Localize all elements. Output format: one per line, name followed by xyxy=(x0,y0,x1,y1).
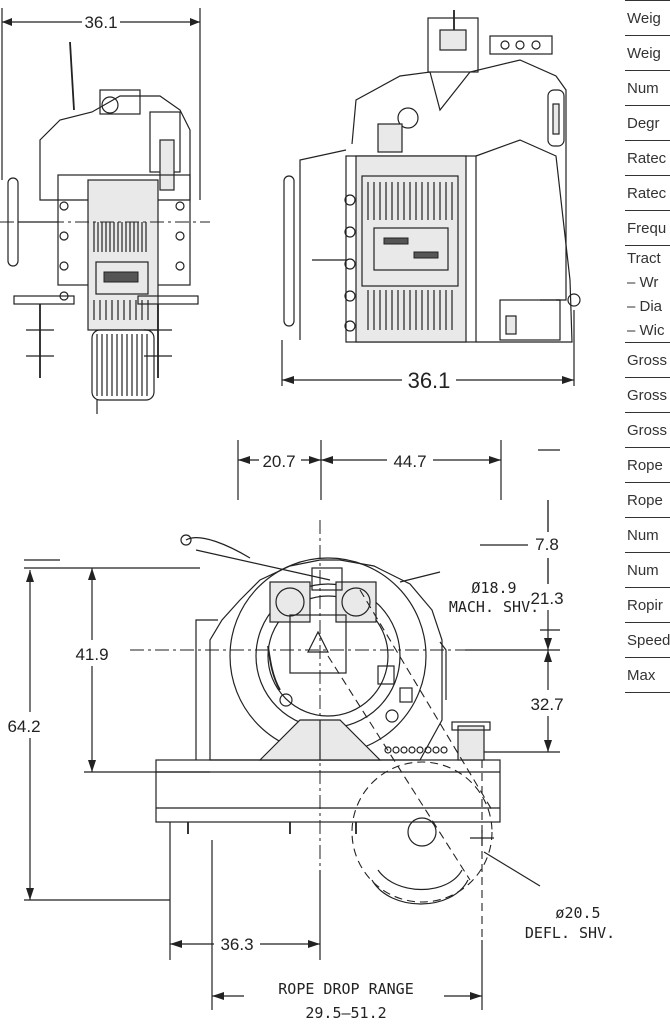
spec-row: – Wr xyxy=(625,270,670,294)
spec-row: Weig xyxy=(625,0,670,36)
spec-row: Rope xyxy=(625,482,670,518)
spec-row-label: Capa xyxy=(625,692,670,700)
spec-row-label: Rope xyxy=(625,447,670,483)
spec-row-label: Ropir xyxy=(625,587,670,623)
side-view: 36.1 xyxy=(0,8,210,414)
spec-row-label: Rope xyxy=(625,482,670,518)
dim-center-height: 41.9 xyxy=(75,645,108,664)
spec-row: Tract xyxy=(625,246,670,271)
spec-row: Gross xyxy=(625,412,670,448)
spec-row-label: Tract xyxy=(627,249,661,267)
spec-row: Num xyxy=(625,552,670,588)
spec-row: Num xyxy=(625,70,670,106)
machine-sheave-label: MACH. SHV. xyxy=(449,598,539,616)
spec-row-label: Weig xyxy=(625,35,670,71)
rope-drop-label: ROPE DROP RANGE xyxy=(278,980,413,998)
front-view: 36.1 xyxy=(281,10,581,393)
side-view-width: 36.1 xyxy=(84,13,117,32)
spec-row: Ratec xyxy=(625,175,670,211)
spec-row-label: – Wr xyxy=(627,273,659,291)
spec-row-label: Num xyxy=(625,70,670,106)
spec-row-label: Speed xyxy=(625,622,670,658)
spec-row-label: – Wic xyxy=(625,318,670,343)
spec-row: Rope xyxy=(625,447,670,483)
spec-row-label: Num xyxy=(625,552,670,588)
bottom-view: 20.7 44.7 7.8 21.3 32.7 64.2 xyxy=(4,440,615,1022)
machine-sheave-diameter: Ø18.9 xyxy=(471,579,516,597)
spec-row: Weig xyxy=(625,35,670,71)
dim-right-offset: 44.7 xyxy=(393,452,426,471)
spec-row: Ratec xyxy=(625,140,670,176)
rope-drop-values: 29.5–51.2 xyxy=(305,1004,386,1022)
dim-left-offset: 20.7 xyxy=(262,452,295,471)
spec-row-label: Gross xyxy=(625,412,670,448)
spec-row-label: Ratec xyxy=(625,175,670,211)
spec-row-label: Gross xyxy=(625,377,670,413)
spec-row: Ropir xyxy=(625,587,670,623)
dim-base-offset: 36.3 xyxy=(220,935,253,954)
dim-mid-right: 21.3 xyxy=(530,589,563,608)
spec-row-label: Num xyxy=(625,517,670,553)
dim-low-right: 32.7 xyxy=(530,695,563,714)
dim-total-height: 64.2 xyxy=(7,717,40,736)
spec-row-label: Ratec xyxy=(625,140,670,176)
spec-row: Frequ xyxy=(625,210,670,246)
spec-row-label: Max xyxy=(625,657,670,693)
spec-row: Speed xyxy=(625,622,670,658)
spec-row-label: Frequ xyxy=(625,210,670,246)
spec-row: Degr xyxy=(625,105,670,141)
spec-row: Max xyxy=(625,657,670,693)
spec-row-label: Gross xyxy=(625,342,670,378)
spec-row: – Dia xyxy=(625,294,670,318)
spec-row: Gross xyxy=(625,342,670,378)
spec-row-label: Weig xyxy=(625,0,670,36)
spec-row-label: Degr xyxy=(625,105,670,141)
spec-row: – Wic xyxy=(625,318,670,343)
spec-row: Capa xyxy=(625,692,670,700)
spec-row: Gross xyxy=(625,377,670,413)
dim-top-gap: 7.8 xyxy=(535,535,559,554)
deflector-sheave-diameter: ø20.5 xyxy=(555,904,600,922)
front-view-width: 36.1 xyxy=(408,368,451,393)
spec-row-label: – Dia xyxy=(627,297,663,315)
deflector-sheave-label: DEFL. SHV. xyxy=(525,924,615,942)
spec-row: Num xyxy=(625,517,670,553)
